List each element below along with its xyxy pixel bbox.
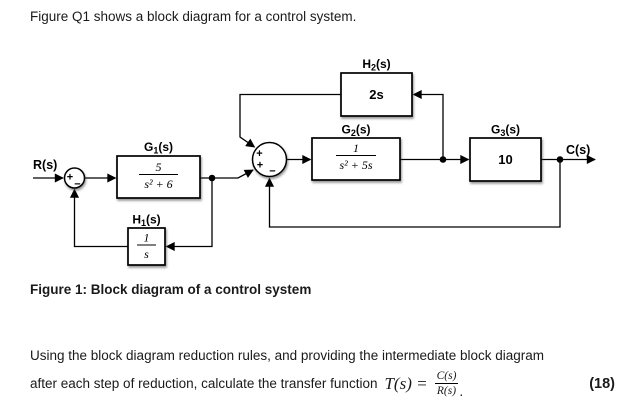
sum2-left-sign: + [257, 160, 263, 172]
wire-h1-to-sum1 [69, 188, 128, 248]
label-g1: G1(s) [144, 140, 173, 156]
sum-junction-1 [63, 167, 86, 189]
label-h2: H2(s) [362, 57, 390, 73]
wire-takeoffA-to-h1 [165, 178, 213, 252]
label-g2: G2(s) [341, 123, 370, 139]
intro-text: Figure Q1 shows a block diagram for a co… [30, 9, 357, 24]
equation-numerator: C(s) [434, 369, 459, 385]
takeoff-dot-b [439, 156, 447, 163]
sum2-top-sign: + [256, 148, 262, 160]
equation-fraction: C(s) R(s) [434, 369, 459, 399]
wire-takeoffB-to-h2 [412, 89, 444, 160]
block-g2 [311, 137, 401, 181]
label-h1: H1(s) [132, 213, 160, 229]
body-line2-text: after each step of reduction, calculate … [30, 376, 378, 392]
takeoff-dot-a [208, 174, 216, 182]
sum1-bottom-sign: − [74, 179, 80, 191]
label-g3: G3(s) [491, 123, 520, 139]
equation-period: . [459, 382, 464, 399]
equation-lhs: T(s) = [384, 373, 428, 393]
block-g1 [116, 155, 201, 199]
figure-caption: Figure 1: Block diagram of a control sys… [30, 282, 312, 297]
block-g1-numerator: 5 [156, 160, 162, 174]
block-g3 [469, 137, 542, 182]
wire-output-feedback-to-sum2 [264, 159, 561, 228]
block-h1-denominator: s [144, 247, 149, 261]
block-h1-numerator: 1 [144, 231, 150, 245]
equation-denominator: R(s) [436, 385, 457, 398]
block-g3-value: 10 [498, 152, 512, 167]
block-g2-denominator: s² + 5s [339, 158, 372, 172]
marks-badge: (18) [589, 375, 615, 392]
wire-h2-to-sum2 [239, 93, 341, 148]
input-signal-label: R(s) [33, 158, 57, 172]
sum2-bottom-sign: − [269, 166, 275, 178]
block-h1 [127, 227, 166, 266]
takeoff-dot-c [556, 156, 564, 163]
block-g1-denominator: s² + 6 [144, 177, 172, 191]
sum-junction-2 [251, 141, 288, 178]
body-line2-left-group: after each step of reduction, calculate … [30, 369, 463, 399]
sum1-left-sign: + [67, 172, 73, 184]
block-g2-numerator: 1 [353, 141, 359, 155]
output-signal-label: C(s) [566, 143, 590, 157]
wire-g1-to-sum2 [200, 169, 254, 179]
block-h2-value: 2s [369, 87, 383, 102]
body-text-line1: Using the block diagram reduction rules,… [30, 348, 545, 363]
block-h2 [340, 72, 413, 117]
body-text-line2: after each step of reduction, calculate … [30, 369, 615, 399]
